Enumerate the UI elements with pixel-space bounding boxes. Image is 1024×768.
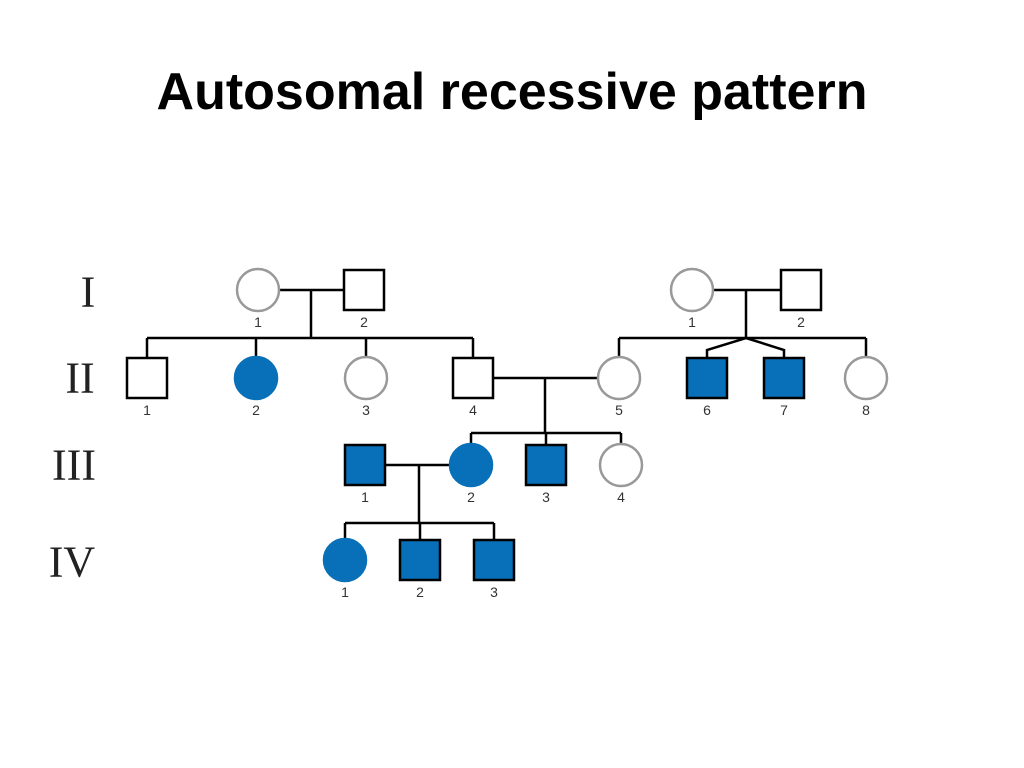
individual-number: 4 [469, 402, 477, 418]
unaffected-male-symbol [125, 356, 169, 400]
individual-number: 1 [688, 314, 696, 330]
individual-number: 7 [780, 402, 788, 418]
unaffected-female-symbol [598, 442, 644, 488]
page-title: Autosomal recessive pattern [156, 63, 868, 121]
unaffected-male-symbol [779, 268, 823, 312]
affected-female-symbol [322, 537, 368, 583]
individual-number: 2 [252, 402, 260, 418]
unaffected-male-symbol [342, 268, 386, 312]
individual-number: 1 [254, 314, 262, 330]
individual-number: 1 [143, 402, 151, 418]
unaffected-female-symbol [843, 355, 889, 401]
individual-number: 2 [360, 314, 368, 330]
unaffected-female-symbol [235, 267, 281, 313]
unaffected-male-symbol [451, 356, 495, 400]
individual-number: 3 [490, 584, 498, 600]
individual-number: 6 [703, 402, 711, 418]
affected-female-symbol [448, 442, 494, 488]
individual-number: 8 [862, 402, 870, 418]
affected-female-symbol [233, 355, 279, 401]
affected-male-symbol [343, 443, 387, 487]
generation-label-1: I [80, 267, 96, 317]
individual-number: 1 [341, 584, 349, 600]
generation-label-3: III [52, 440, 96, 490]
individual-number: 5 [615, 402, 623, 418]
unaffected-female-symbol [343, 355, 389, 401]
affected-male-symbol [472, 538, 516, 582]
affected-male-symbol [685, 356, 729, 400]
unaffected-female-symbol [596, 355, 642, 401]
individual-number: 1 [361, 489, 369, 505]
generation-label-2: II [65, 353, 95, 403]
individual-number: 4 [617, 489, 625, 505]
affected-male-symbol [524, 443, 568, 487]
individual-number: 2 [797, 314, 805, 330]
affected-male-symbol [762, 356, 806, 400]
individual-number: 2 [467, 489, 475, 505]
affected-male-symbol [398, 538, 442, 582]
individual-number: 3 [542, 489, 550, 505]
individual-number: 3 [362, 402, 370, 418]
twin-line [705, 336, 786, 358]
unaffected-female-symbol [669, 267, 715, 313]
individual-number: 2 [416, 584, 424, 600]
generation-label-4: IV [48, 537, 96, 587]
